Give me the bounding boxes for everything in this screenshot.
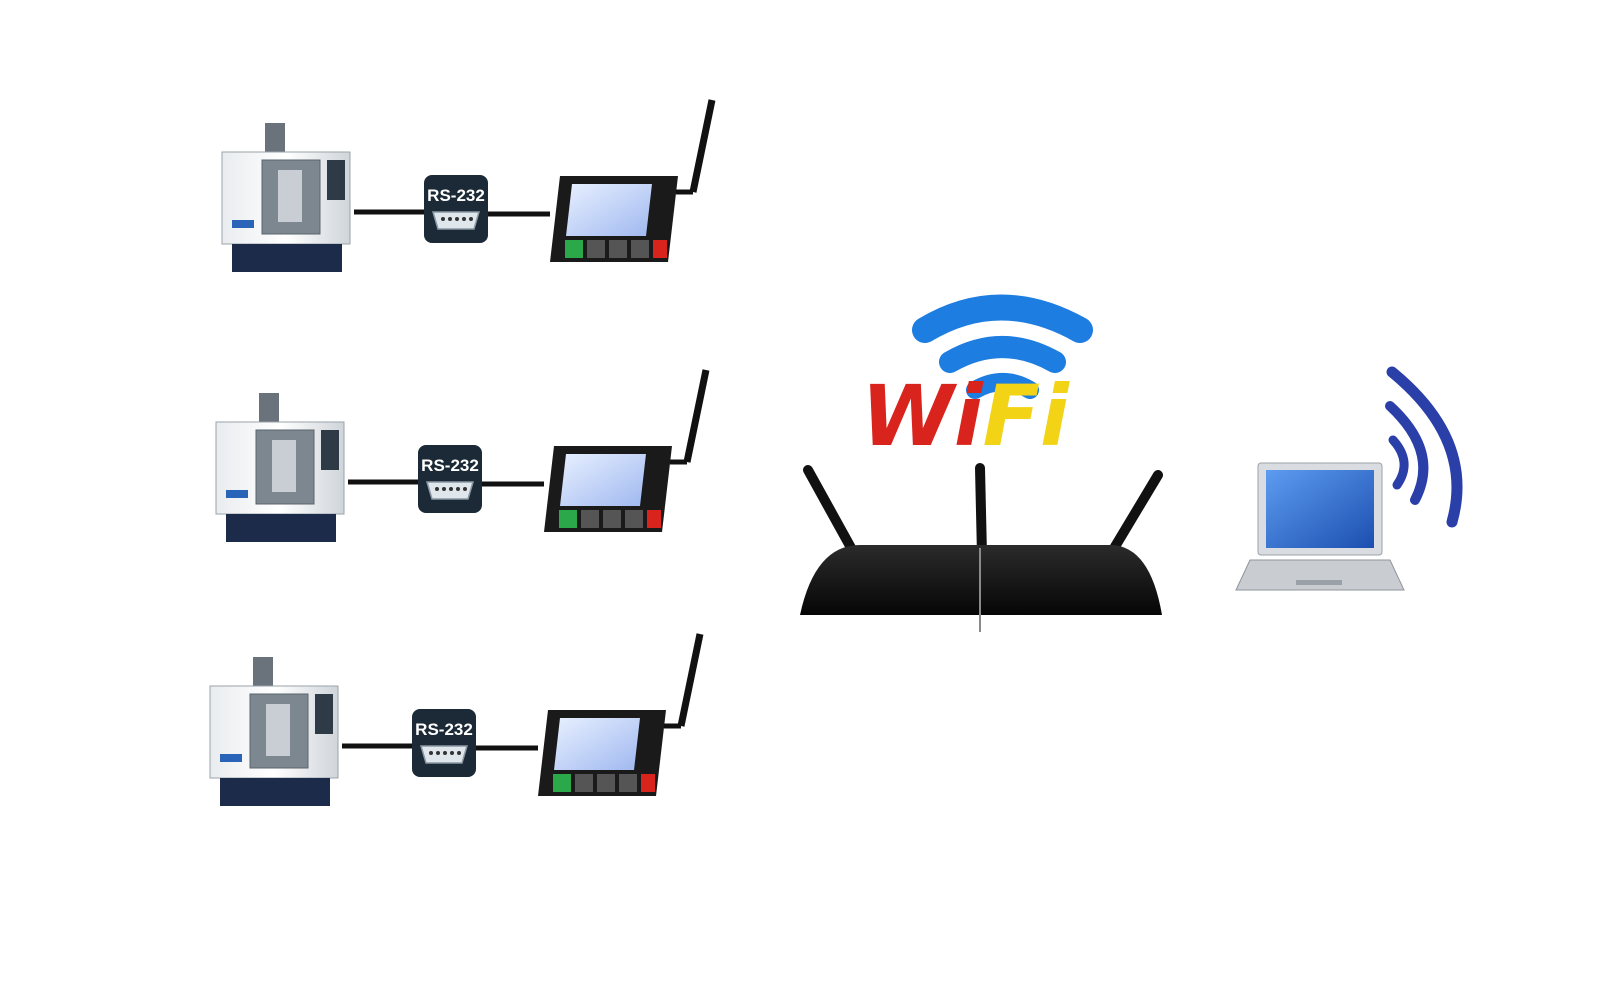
serial-port-icon	[425, 481, 475, 500]
wifi-logo-text: WiFi	[861, 367, 1070, 465]
cnc-machine-icon	[221, 123, 351, 272]
antenna-icon	[670, 369, 710, 465]
wifi-logo: WiFi	[861, 294, 1093, 465]
data-collector-icon	[544, 446, 672, 532]
rs232-connector: RS-232	[412, 709, 476, 777]
antenna-icon	[676, 99, 716, 195]
device-row-3: RS-232	[209, 633, 704, 806]
serial-port-icon	[419, 745, 469, 764]
wifi-letter: i	[1040, 367, 1070, 465]
wireless-signal-icon	[1385, 366, 1463, 528]
rs232-connector: RS-232	[424, 175, 488, 243]
antenna-icon	[664, 633, 704, 729]
cnc-machine-icon	[215, 393, 345, 542]
cnc-machine-icon	[209, 657, 339, 806]
data-collector-icon	[550, 176, 678, 262]
rs232-label: RS-232	[421, 456, 479, 475]
laptop-icon	[1235, 462, 1405, 591]
wifi-letter: F	[983, 367, 1040, 465]
wifi-letter: i	[954, 367, 984, 465]
serial-port-icon	[431, 211, 481, 230]
rs232-label: RS-232	[415, 720, 473, 739]
device-row-2: RS-232	[215, 369, 710, 542]
rs232-label: RS-232	[427, 186, 485, 205]
data-collector-icon	[538, 710, 666, 796]
rs232-connector: RS-232	[418, 445, 482, 513]
device-row-1: RS-232	[221, 99, 716, 272]
wifi-waves-icon	[912, 294, 1093, 399]
wifi-letter: W	[861, 367, 958, 465]
wifi-router-icon	[800, 463, 1163, 632]
